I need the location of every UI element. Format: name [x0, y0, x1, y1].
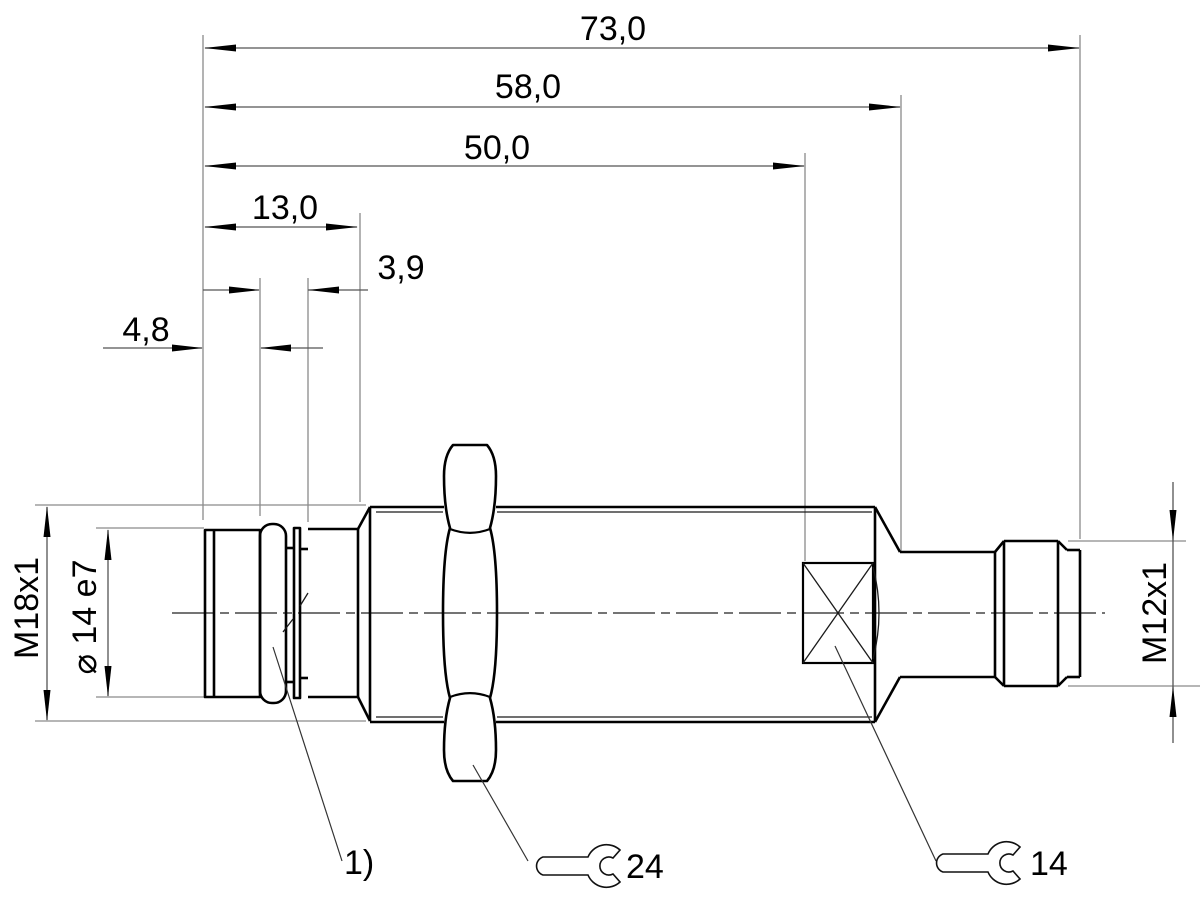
- hex-nut-facet-line: [449, 527, 491, 534]
- flats-square: [801, 561, 875, 665]
- arrowhead: [104, 529, 112, 560]
- dim-label-d14: ⌀ 14 e7: [66, 560, 104, 675]
- arrowhead: [326, 223, 358, 231]
- retaining-disc: [292, 526, 302, 700]
- body-chamfer: [356, 506, 372, 530]
- body-chamfer: [356, 696, 372, 722]
- hex-nut-facet-line: [449, 692, 491, 699]
- arrowhead: [229, 286, 260, 294]
- dim-label-13: 13,0: [252, 189, 318, 227]
- hex-nut: [441, 443, 499, 783]
- arrowhead: [204, 103, 236, 111]
- arrowhead: [204, 223, 236, 231]
- connector-chamfer: [993, 540, 1006, 553]
- hex-nut-silhouette: [441, 443, 499, 783]
- leader-footnote: [272, 646, 343, 862]
- flats-diagonal: [802, 562, 874, 664]
- dimension-lines: [43, 44, 1177, 743]
- groove-tick: [282, 618, 294, 633]
- rear-taper: [873, 676, 902, 723]
- arrowhead: [204, 162, 236, 170]
- arrowhead: [773, 162, 805, 170]
- arrowhead: [43, 506, 51, 537]
- arrowhead: [869, 103, 901, 111]
- wrench-icon: [535, 843, 622, 889]
- rear-taper: [873, 506, 902, 553]
- labels: 73,0 58,0 50,0 13,0 3,9 4,8 M18x1 ⌀ 14 e…: [8, 10, 1174, 886]
- dim-label-m18: M18x1: [8, 557, 46, 659]
- leader-wrench-24: [472, 764, 529, 862]
- arrowhead: [104, 666, 112, 697]
- arrowhead: [172, 344, 203, 352]
- extension-lines: [35, 35, 1200, 722]
- wrench-icon: [935, 840, 1021, 886]
- leader-lines: [272, 645, 937, 862]
- dim-label-50: 50,0: [464, 129, 530, 167]
- connector-chamfer: [1057, 676, 1068, 687]
- wrench-size-14: 14: [1030, 845, 1068, 883]
- arrowhead: [1048, 44, 1080, 52]
- wrench-size-24: 24: [626, 848, 664, 886]
- wrench-icons: [535, 840, 1021, 889]
- seal-ring: [258, 522, 288, 705]
- arrowhead: [1169, 686, 1177, 717]
- connector-chamfer: [1057, 540, 1068, 551]
- dim-label-4-8: 4,8: [122, 311, 169, 349]
- connector-chamfer: [994, 676, 1005, 687]
- groove-tick: [299, 592, 309, 607]
- leader-wrench-14: [834, 645, 937, 862]
- arrowhead: [43, 690, 51, 721]
- arrowhead: [308, 286, 339, 294]
- dim-label-m12: M12x1: [1136, 562, 1174, 664]
- dim-label-overall-length: 73,0: [580, 10, 646, 48]
- wrench-flats-marker: [801, 561, 880, 665]
- arrowhead: [260, 344, 291, 352]
- dim-label-3-9: 3,9: [377, 249, 424, 287]
- dim-label-58: 58,0: [495, 68, 561, 106]
- arrowhead: [204, 44, 236, 52]
- arrowhead: [1169, 510, 1177, 541]
- flats-arc: [872, 566, 880, 660]
- sensor-outline: [203, 505, 1082, 724]
- footnote-marker: 1): [344, 844, 374, 882]
